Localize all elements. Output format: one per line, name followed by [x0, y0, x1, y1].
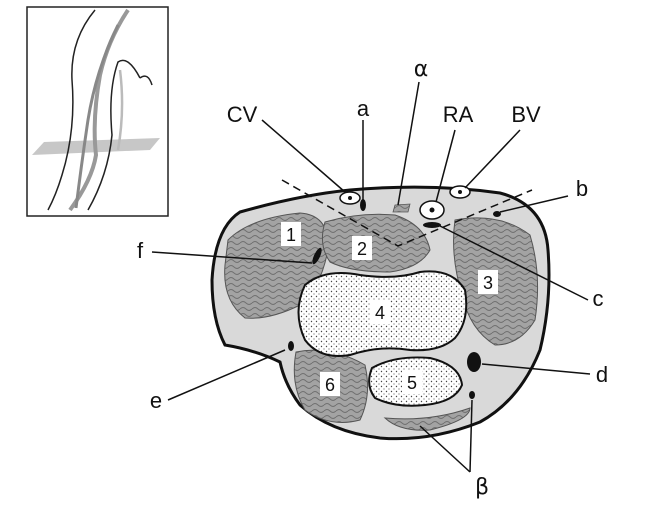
region-5-label: 5: [407, 373, 417, 393]
label-e: e: [150, 388, 162, 413]
label-a: a: [357, 96, 370, 121]
label-d: d: [596, 362, 608, 387]
leader-beta-2: [469, 399, 473, 473]
arm-vein-3: [116, 69, 124, 151]
region-5-box: [402, 370, 422, 394]
leader-b: [499, 195, 569, 213]
leader-alpha: [397, 81, 420, 206]
leader-bv: [464, 129, 521, 189]
arm-outline-left: [47, 9, 96, 211]
structure-b: [493, 211, 501, 217]
label-f: f: [137, 238, 144, 263]
region-4-box: [370, 300, 390, 324]
arm-vein-2: [74, 24, 120, 209]
structure-c: [423, 222, 441, 228]
muscle-region-2: [321, 213, 431, 273]
structure-alpha-patch: [392, 203, 411, 213]
basilic-vein-center: [458, 190, 462, 194]
label-b: b: [576, 176, 588, 201]
leader-cv: [261, 119, 346, 193]
leader-ra: [435, 129, 456, 203]
structure-d: [467, 352, 481, 372]
arm-elbow-outline: [139, 75, 153, 86]
inset-frame: [26, 6, 169, 217]
cephalic-vein-center: [348, 196, 352, 200]
leader-d: [481, 363, 591, 375]
radial-artery-center: [429, 207, 435, 213]
region-4-label: 4: [375, 303, 385, 323]
structure-e: [288, 341, 294, 351]
leader-e: [167, 349, 286, 401]
label-beta: β: [475, 475, 489, 500]
region-1-box: [281, 222, 301, 246]
region-6-box: [320, 372, 340, 396]
region-2-label: 2: [357, 239, 367, 259]
label-ra: RA: [443, 102, 474, 127]
structure-beta-dot: [469, 391, 475, 399]
label-alpha: α: [414, 57, 429, 82]
label-c: c: [593, 286, 604, 311]
region-6-label: 6: [325, 375, 335, 395]
muscle-beta-strip: [383, 407, 471, 431]
arm-outline-right: [87, 59, 141, 211]
arm-inset: [26, 6, 169, 217]
label-cv: CV: [227, 102, 258, 127]
region-2-box: [352, 236, 372, 260]
label-bv: BV: [511, 102, 541, 127]
dashed-plane-line: [281, 179, 533, 247]
leader-f: [151, 251, 313, 264]
leader-lines: [151, 81, 591, 473]
region-1-label: 1: [286, 225, 296, 245]
leader-c: [439, 225, 589, 301]
region-3-label: 3: [483, 273, 493, 293]
region-3-box: [478, 270, 498, 294]
structure-f: [312, 247, 322, 265]
leader-beta-1: [419, 425, 471, 473]
structure-a: [360, 199, 366, 211]
